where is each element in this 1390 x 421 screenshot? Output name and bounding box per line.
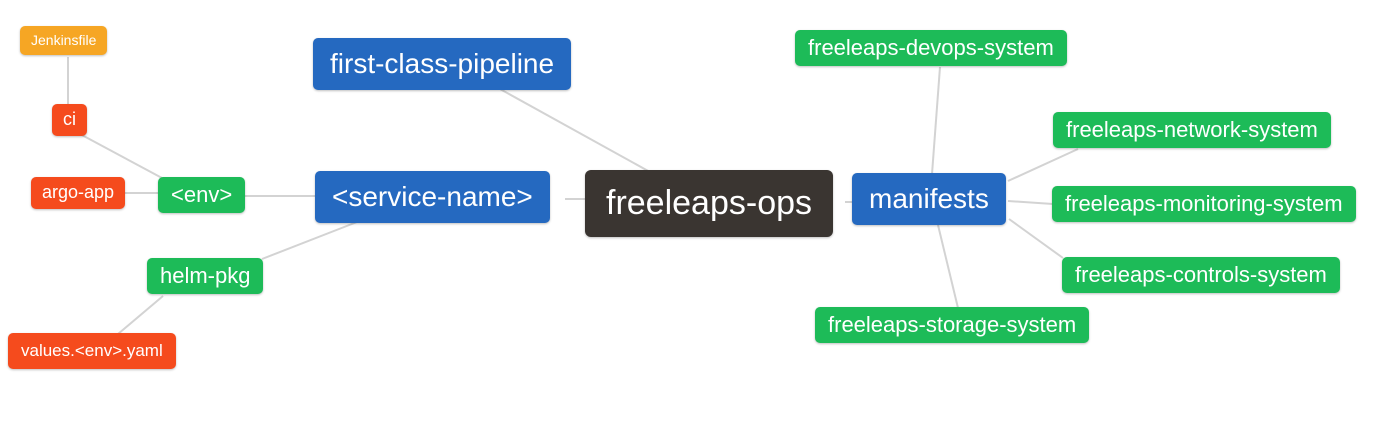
node-first-class-pipeline[interactable]: first-class-pipeline — [313, 38, 572, 90]
node-helm-pkg[interactable]: helm-pkg — [147, 258, 264, 295]
node-freeleaps-monitoring-system[interactable]: freeleaps-monitoring-system — [1052, 186, 1356, 223]
link-line — [79, 133, 163, 179]
node-freeleaps-devops-system[interactable]: freeleaps-devops-system — [795, 30, 1067, 67]
node-freeleaps-network-system[interactable]: freeleaps-network-system — [1053, 112, 1331, 149]
link-line — [937, 224, 959, 309]
link-line — [1007, 200, 1054, 205]
link-line — [117, 295, 164, 335]
node-argo-app[interactable]: argo-app — [31, 177, 126, 209]
node-freeleaps-ops-root[interactable]: freeleaps-ops — [585, 170, 834, 237]
node-service-name[interactable]: <service-name> — [315, 171, 550, 223]
link-line — [261, 221, 358, 260]
node-env[interactable]: <env> — [158, 177, 246, 214]
node-freeleaps-storage-system[interactable]: freeleaps-storage-system — [815, 307, 1090, 344]
link-line — [931, 66, 941, 175]
node-values-env-yaml[interactable]: values.<env>.yaml — [8, 333, 176, 370]
node-jenkinsfile[interactable]: Jenkinsfile — [20, 26, 108, 55]
link-line — [1008, 218, 1064, 259]
node-freeleaps-controls-system[interactable]: freeleaps-controls-system — [1062, 257, 1340, 294]
link-line — [499, 88, 651, 173]
node-ci[interactable]: ci — [52, 104, 87, 136]
node-manifests[interactable]: manifests — [852, 173, 1006, 225]
link-line — [1007, 148, 1079, 182]
